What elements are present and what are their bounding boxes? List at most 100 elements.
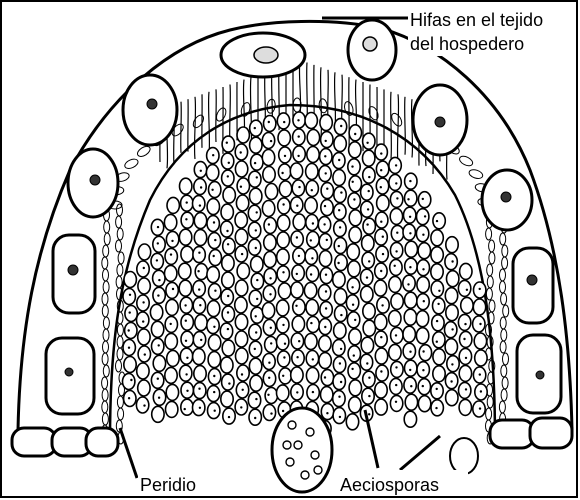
- aeciospore: [319, 251, 331, 267]
- spore-nucleus: [395, 334, 397, 336]
- spore-nucleus: [407, 198, 409, 200]
- aeciospore: [361, 201, 373, 217]
- spore-nucleus: [227, 311, 229, 313]
- spore-nucleus: [255, 331, 257, 333]
- aeciospore: [262, 303, 274, 319]
- aeciospore: [334, 221, 346, 237]
- spore-nucleus: [128, 397, 130, 399]
- aeciospore: [376, 161, 388, 177]
- spore-nucleus: [339, 416, 341, 418]
- spore-nucleus: [296, 356, 298, 358]
- aeciospore: [374, 280, 386, 296]
- aeciospore: [206, 165, 218, 181]
- aeciospore: [362, 235, 374, 251]
- spore-nucleus: [240, 406, 242, 408]
- spore-nucleus: [296, 236, 298, 238]
- aeciospore: [405, 190, 417, 206]
- aeciospore: [333, 408, 345, 424]
- spore-nucleus: [267, 394, 269, 396]
- peridium-cell: [103, 329, 109, 341]
- aeciospore: [318, 285, 330, 301]
- aeciospore: [375, 314, 387, 330]
- aeciospore: [333, 340, 345, 356]
- aeciospore: [333, 170, 345, 186]
- aeciospore: [222, 255, 234, 271]
- peridium-cell: [500, 341, 506, 353]
- spore-nucleus: [255, 247, 257, 249]
- peridium-cell: [102, 401, 108, 413]
- aeciospore: [416, 328, 428, 344]
- aeciospore: [221, 153, 233, 169]
- spore-nucleus: [395, 401, 397, 403]
- peridium-cell: [486, 408, 492, 420]
- spore-nucleus: [380, 370, 382, 372]
- host-cell: [413, 85, 467, 155]
- aeciospore: [151, 372, 163, 388]
- spore-nucleus: [158, 279, 160, 281]
- spore-nucleus: [297, 155, 299, 157]
- spore-nucleus: [226, 142, 228, 144]
- aeciospore: [181, 399, 193, 415]
- aeciospore: [277, 385, 289, 401]
- aeciospore: [249, 358, 261, 374]
- spore-nucleus: [157, 378, 159, 380]
- aeciospore: [181, 331, 193, 347]
- aeciospore: [390, 395, 402, 411]
- aeciospore: [375, 229, 387, 245]
- aeciospore: [235, 297, 247, 313]
- peridium-cell: [501, 389, 507, 401]
- aeciospore: [194, 213, 206, 229]
- spore-nucleus: [296, 205, 298, 207]
- aeciospore: [153, 355, 165, 371]
- aeciospore: [123, 374, 135, 390]
- aeciospore: [431, 264, 443, 280]
- aeciospore: [348, 193, 360, 209]
- aeciospore: [416, 226, 428, 242]
- spore-nucleus: [282, 271, 284, 273]
- spore-nucleus: [354, 133, 356, 135]
- spore-nucleus: [339, 226, 341, 228]
- peridium-cell: [118, 252, 124, 264]
- spore-nucleus: [310, 239, 312, 241]
- spore-nucleus: [200, 170, 202, 172]
- aeciospore: [292, 180, 304, 196]
- aeciospore: [321, 370, 333, 386]
- spore-nucleus: [395, 384, 397, 386]
- aeciospore: [293, 146, 305, 162]
- spore-nucleus: [368, 176, 370, 178]
- aeciospore: [432, 315, 444, 331]
- spore-nucleus: [256, 211, 258, 213]
- aeciospore: [251, 154, 263, 170]
- aeciospore: [404, 377, 416, 393]
- aeciospore: [473, 299, 485, 315]
- spore-nucleus: [198, 388, 200, 390]
- aeciospore: [473, 316, 485, 332]
- spore-nucleus: [142, 301, 144, 303]
- spore-nucleus: [270, 342, 272, 344]
- spore-nucleus: [198, 288, 200, 290]
- spore-nucleus: [241, 373, 243, 375]
- spore-wall-spot: [294, 441, 302, 449]
- aeciospore: [138, 380, 150, 396]
- spore-nucleus: [270, 327, 272, 329]
- aeciospore: [305, 113, 317, 129]
- spore-nucleus: [128, 347, 130, 349]
- peridium-cell: [117, 264, 123, 276]
- spore-nucleus: [295, 305, 297, 307]
- host-cell: [517, 335, 561, 413]
- aeciospore: [389, 174, 401, 190]
- hypha-strand: [397, 94, 398, 163]
- peridium-cell: [489, 252, 495, 264]
- spore-nucleus: [296, 273, 298, 275]
- spore-nucleus: [353, 198, 355, 200]
- spore-nucleus: [268, 377, 270, 379]
- aeciospore: [223, 238, 235, 254]
- aeciospore: [417, 277, 429, 293]
- spore-nucleus: [340, 348, 342, 350]
- spore-nucleus: [255, 398, 257, 400]
- spore-nucleus: [143, 404, 145, 406]
- aeciospore: [460, 331, 472, 347]
- hypha-strand: [328, 70, 329, 121]
- spore-nucleus: [338, 396, 340, 398]
- spore-nucleus: [451, 328, 453, 330]
